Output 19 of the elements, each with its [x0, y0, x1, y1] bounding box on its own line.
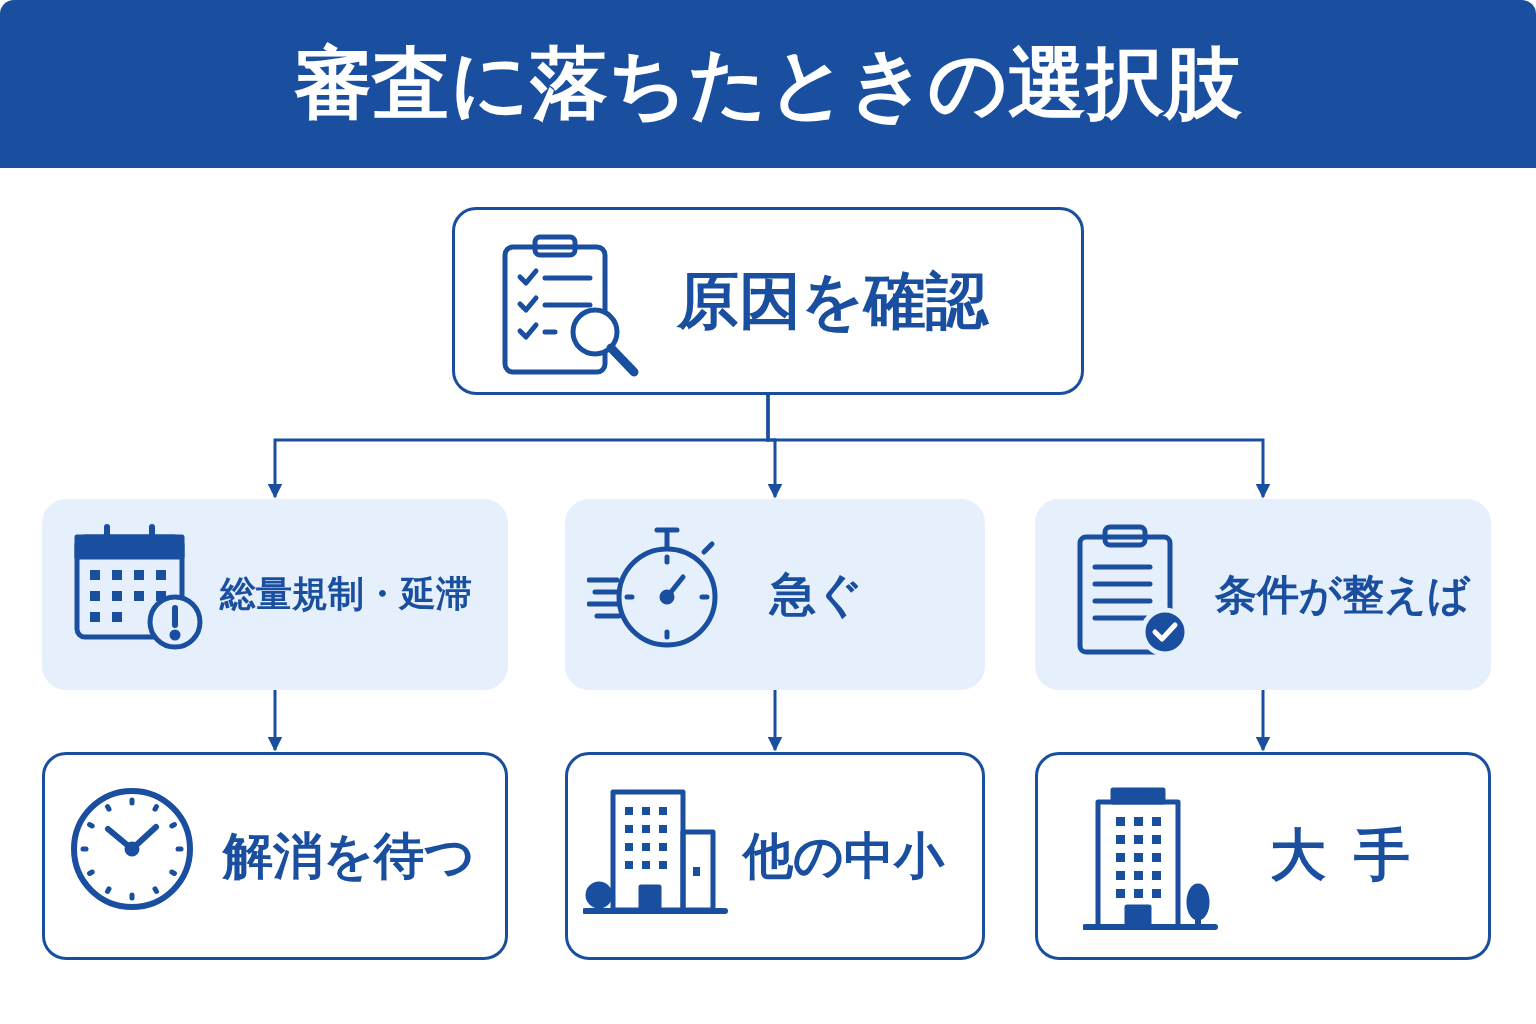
arrow — [267, 690, 283, 752]
node-label: 解消を待つ — [223, 825, 475, 887]
node-label: 原因を確認 — [677, 263, 988, 339]
node-label: 総量規制・延滞 — [220, 572, 472, 616]
arrow — [1255, 690, 1271, 752]
step-box — [1035, 752, 1491, 960]
node-label: 大手 — [1270, 821, 1438, 889]
node-label: 条件が整えば — [1215, 568, 1470, 621]
arrow — [766, 395, 1271, 499]
title-banner: 審査に落ちたときの選択肢 — [0, 0, 1536, 168]
arrow — [767, 690, 783, 752]
option-panel — [565, 499, 985, 690]
option-panel — [42, 499, 508, 690]
step-box — [565, 752, 985, 960]
node-label: 他の中小 — [743, 825, 944, 887]
node-label: 急ぐ — [770, 565, 863, 623]
step-box — [42, 752, 508, 960]
step-box — [452, 207, 1084, 395]
option-panel — [1035, 499, 1491, 690]
